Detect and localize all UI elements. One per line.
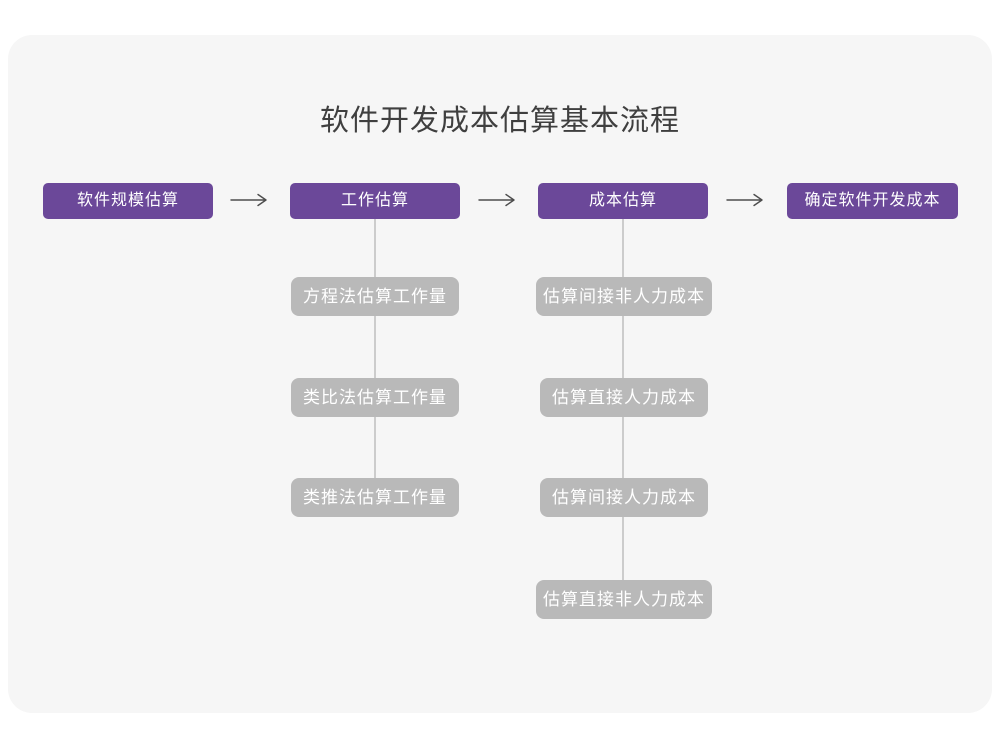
substep-node-equation-method[interactable]: 方程法估算工作量 (291, 277, 459, 316)
diagram-card (8, 35, 992, 713)
connector-line-work-substeps (374, 219, 376, 498)
flow-arrow-icon (726, 193, 763, 207)
stage-node-work-estimation[interactable]: 工作估算 (290, 183, 460, 219)
substep-node-direct-nonlabor-cost[interactable]: 估算直接非人力成本 (536, 580, 712, 619)
substep-node-inference-method[interactable]: 类推法估算工作量 (291, 478, 459, 517)
stage-node-software-scale-estimation[interactable]: 软件规模估算 (43, 183, 213, 219)
stage-node-determine-dev-cost[interactable]: 确定软件开发成本 (787, 183, 958, 219)
substep-node-indirect-labor-cost[interactable]: 估算间接人力成本 (540, 478, 708, 517)
flow-arrow-icon (478, 193, 515, 207)
flow-arrow-icon (230, 193, 267, 207)
substep-node-indirect-nonlabor-cost[interactable]: 估算间接非人力成本 (536, 277, 712, 316)
substep-node-direct-labor-cost[interactable]: 估算直接人力成本 (540, 378, 708, 417)
substep-node-analogy-method[interactable]: 类比法估算工作量 (291, 378, 459, 417)
stage-node-cost-estimation[interactable]: 成本估算 (538, 183, 708, 219)
diagram-title: 软件开发成本估算基本流程 (319, 105, 680, 137)
